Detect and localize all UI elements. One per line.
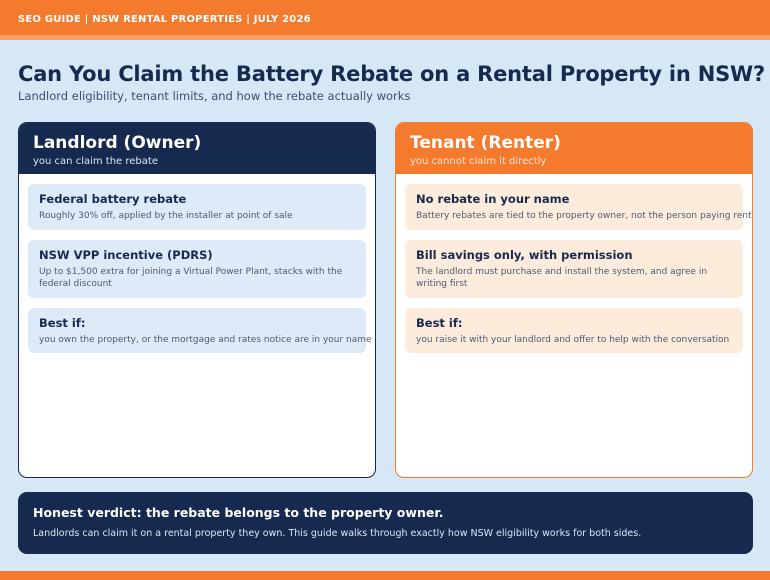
- landlord-card-header: Landlord (Owner) you can claim the rebat…: [19, 123, 375, 174]
- verdict-title: Honest verdict: the rebate belongs to th…: [33, 505, 444, 520]
- header-tagline: SEO GUIDE | NSW RENTAL PROPERTIES | JULY…: [18, 14, 311, 25]
- page-title: Can You Claim the Battery Rebate on a Re…: [18, 62, 765, 86]
- tenant-item-title: Bill savings only, with permission: [416, 247, 633, 262]
- top-banner: SEO GUIDE | NSW RENTAL PROPERTIES | JULY…: [0, 0, 770, 40]
- landlord-item: Federal battery rebate Roughly 30% off, …: [28, 184, 366, 230]
- tenant-card-subtitle: you cannot claim it directly: [410, 156, 547, 167]
- landlord-card-title: Landlord (Owner): [33, 133, 202, 153]
- landlord-card-subtitle: you can claim the rebate: [33, 156, 158, 167]
- landlord-item-title: NSW VPP incentive (PDRS): [39, 247, 213, 262]
- tenant-item: Bill savings only, with permission The l…: [405, 239, 743, 298]
- landlord-item-title: Federal battery rebate: [39, 192, 187, 206]
- landlord-item: Best if: you own the property, or the mo…: [28, 307, 372, 353]
- tenant-item-title: No rebate in your name: [416, 192, 570, 206]
- tenant-item: No rebate in your name Battery rebates a…: [405, 184, 752, 230]
- bottom-bar: [0, 571, 770, 580]
- tenant-item-desc: you raise it with your landlord and offe…: [416, 334, 730, 345]
- verdict-banner: Honest verdict: the rebate belongs to th…: [18, 492, 753, 554]
- tenant-card: Tenant (Renter) you cannot claim it dire…: [395, 122, 753, 478]
- tenant-card-header: Tenant (Renter) you cannot claim it dire…: [396, 123, 752, 174]
- page-subtitle: Landlord eligibility, tenant limits, and…: [18, 89, 411, 103]
- landlord-item-desc: Roughly 30% off, applied by the installe…: [39, 211, 293, 221]
- tenant-item: Best if: you raise it with your landlord…: [405, 307, 743, 353]
- tenant-item-desc: The landlord must purchase and install t…: [416, 266, 708, 290]
- landlord-card: Landlord (Owner) you can claim the rebat…: [18, 122, 376, 478]
- landlord-item: NSW VPP incentive (PDRS) Up to $1,500 ex…: [28, 239, 366, 298]
- tenant-card-title: Tenant (Renter): [410, 133, 561, 153]
- landlord-item-desc: Up to $1,500 extra for joining a Virtual…: [39, 266, 343, 290]
- landlord-item-title: Best if:: [39, 315, 86, 330]
- landlord-item-desc: you own the property, or the mortgage an…: [39, 334, 372, 345]
- verdict-text: Landlords can claim it on a rental prope…: [33, 528, 642, 539]
- tenant-item-desc: Battery rebates are tied to the property…: [416, 211, 752, 221]
- tenant-item-title: Best if:: [416, 315, 463, 330]
